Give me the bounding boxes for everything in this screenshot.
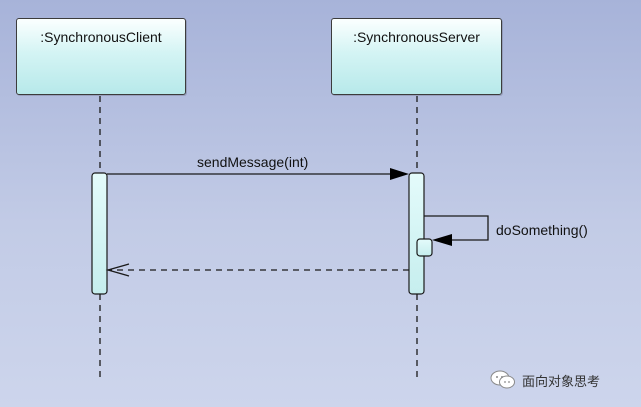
lifeline-server-box[interactable]: :SynchronousServer <box>331 18 502 95</box>
self-message-arrowhead <box>432 234 452 246</box>
lifeline-client-label: :SynchronousClient <box>40 29 162 45</box>
lifeline-server-label: :SynchronousServer <box>353 29 480 45</box>
self-message-label: doSomething() <box>496 222 588 238</box>
message-send-arrowhead <box>390 168 409 180</box>
watermark-text: 面向对象思考 <box>522 374 601 390</box>
self-message-line[interactable] <box>424 215 489 241</box>
watermark: 面向对象思考 <box>490 370 600 390</box>
activation-bar-self[interactable] <box>416 238 433 257</box>
message-send-label: sendMessage(int) <box>197 154 309 170</box>
wechat-icon <box>490 370 515 389</box>
activation-bar-client[interactable] <box>91 172 108 295</box>
activation-bar-server[interactable] <box>408 172 425 295</box>
lifeline-client-box[interactable]: :SynchronousClient <box>16 18 186 95</box>
return-message-arrowhead <box>105 263 130 277</box>
